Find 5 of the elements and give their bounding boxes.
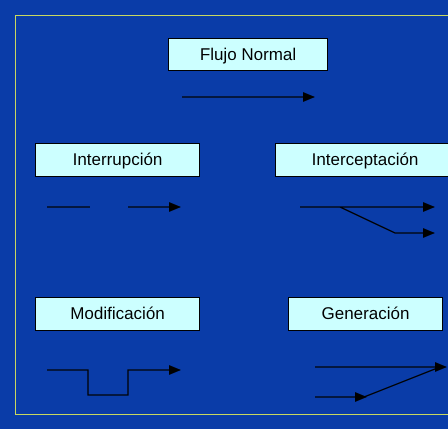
label-box: Interrupción: [35, 143, 200, 177]
label-box: Interceptación: [275, 143, 448, 177]
label-box: Flujo Normal: [168, 38, 328, 71]
label-box: Generación: [288, 297, 443, 331]
label-box: Modificación: [35, 297, 200, 331]
